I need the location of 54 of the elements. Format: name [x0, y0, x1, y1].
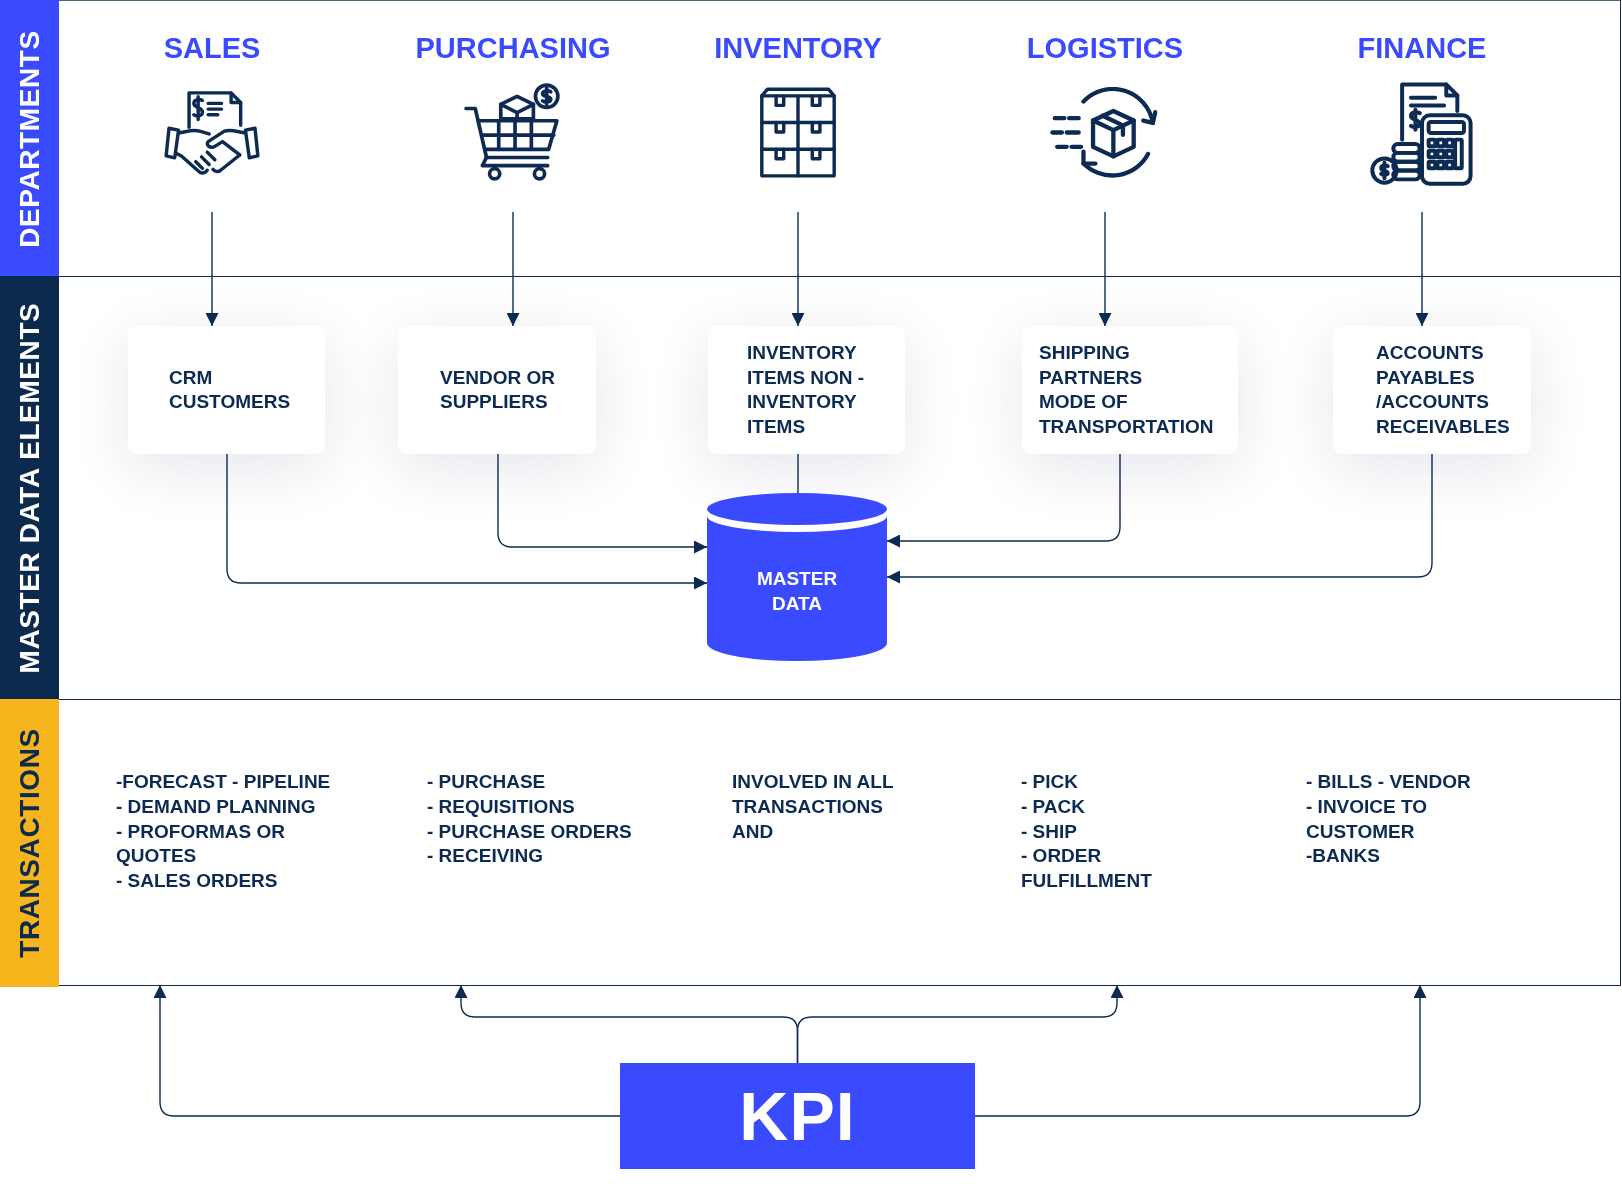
- department-heading: LOGISTICS: [1026, 30, 1184, 66]
- transaction-text: - DEMAND PLANNING: [116, 794, 316, 819]
- master-data-card: [1333, 326, 1531, 454]
- connector-line: [797, 453, 799, 494]
- arrow: [886, 453, 1433, 584]
- transaction-text: - PURCHASE: [427, 770, 546, 794]
- swimlane: [0, 699, 1621, 986]
- transaction-text: - SALES ORDERS: [116, 869, 278, 894]
- arrow: [1098, 211, 1112, 327]
- department-heading: SALES: [163, 30, 261, 66]
- transaction-text: -BANKS: [1306, 844, 1380, 869]
- transaction-text: INVOLVED IN ALL TRANSACTIONS AND: [732, 770, 895, 844]
- card-text: ACCOUNTS PAYABLES /ACCOUNTS RECEIVABLES: [1376, 341, 1511, 439]
- transaction-text: - SHIP: [1021, 819, 1077, 844]
- arrow: [886, 453, 1121, 548]
- master-data-card: [398, 326, 596, 454]
- card-text: MODE OF TRANSPORTATION: [1039, 390, 1215, 439]
- swimlane: [0, 276, 1621, 700]
- card-text: INVENTORY ITEMS NON - INVENTORY ITEMS: [747, 341, 866, 439]
- arrow: [791, 211, 805, 327]
- arrow: [205, 211, 219, 327]
- arrow: [153, 984, 621, 1117]
- transaction-text: - INVOICE TO CUSTOMER: [1306, 794, 1429, 844]
- department-heading: FINANCE: [1357, 30, 1487, 66]
- arrow: [497, 453, 708, 554]
- kpi-block: [620, 1063, 975, 1169]
- kpi-label: KPI: [739, 1080, 856, 1152]
- transaction-text: - RECEIVING: [427, 844, 544, 869]
- master-data-card: [1022, 326, 1238, 454]
- transaction-text: - ORDER FULFILLMENT: [1021, 844, 1153, 894]
- arrow: [974, 984, 1427, 1117]
- transaction-text: - PROFORMAS OR QUOTES: [116, 819, 286, 869]
- master-data-card: [128, 326, 325, 454]
- lane-title: MASTER DATA ELEMENTS: [13, 302, 46, 674]
- transaction-text: - BILLS - VENDOR: [1306, 770, 1471, 794]
- lane-title: DEPARTMENTS: [13, 29, 46, 248]
- card-text: VENDOR OR SUPPLIERS: [440, 365, 557, 414]
- master-data-card: [708, 326, 905, 454]
- transaction-text: - PICK: [1021, 770, 1078, 794]
- lane-title: TRANSACTIONS: [13, 727, 46, 958]
- card-text: CRM CUSTOMERS: [169, 365, 292, 414]
- transaction-text: - REQUISITIONS: [427, 794, 575, 819]
- arrow: [226, 453, 708, 590]
- department-heading: INVENTORY: [714, 30, 882, 66]
- transaction-text: - PACK: [1021, 794, 1086, 819]
- transaction-text: -FORECAST - PIPELINE: [116, 770, 331, 794]
- arrow: [796, 984, 1124, 1064]
- department-heading: PURCHASING: [415, 30, 611, 66]
- card-text: SHIPPING PARTNERS: [1039, 341, 1144, 390]
- transaction-text: - PURCHASE ORDERS: [427, 819, 632, 844]
- arrow: [506, 211, 520, 327]
- database-label: MASTER DATA: [755, 567, 839, 616]
- arrow: [1415, 211, 1429, 327]
- swimlane: [0, 0, 1621, 277]
